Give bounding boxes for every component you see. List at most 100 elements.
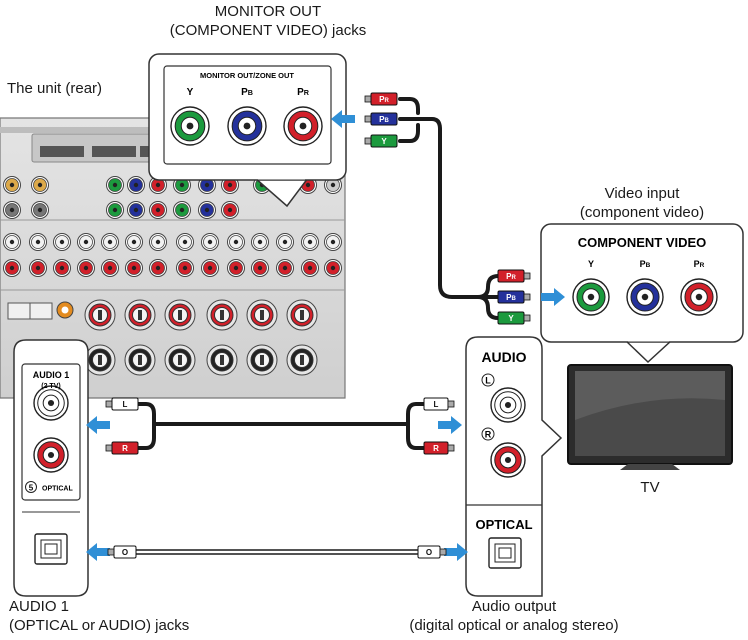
optical-number: 5 — [29, 484, 34, 493]
rear-jack — [4, 202, 21, 219]
tv-audio-left-jack[interactable] — [491, 388, 525, 422]
rear-jack — [30, 234, 47, 251]
plug-audio1-l: L — [106, 398, 138, 410]
tv-label: TV — [620, 478, 680, 497]
monitor-jack-y[interactable] — [171, 107, 209, 145]
audio1-label-line2: (OPTICAL or AUDIO) jacks — [9, 616, 189, 635]
rear-jack — [107, 177, 124, 194]
plug-monitor-pb: PB — [365, 113, 397, 125]
svg-text:O: O — [122, 548, 128, 557]
rear-jack — [54, 260, 71, 277]
rear-jack — [252, 234, 269, 251]
rear-jack — [177, 234, 194, 251]
arrow-out-tv-audio — [438, 416, 462, 434]
rear-jack — [30, 260, 47, 277]
arrow-into-audio1-analog — [86, 416, 110, 434]
rear-jack — [126, 234, 143, 251]
plug-tv-audio-r: R — [424, 442, 454, 454]
rear-jack — [277, 260, 294, 277]
rear-jack — [4, 234, 21, 251]
tv-audio-right-label: R — [485, 430, 492, 440]
arrow-into-audio1-optical — [86, 543, 110, 561]
tv-optical-title: OPTICAL — [475, 517, 532, 532]
rear-jack — [32, 202, 49, 219]
rear-jack — [228, 260, 245, 277]
rear-jack — [128, 202, 145, 219]
tv-audio-right-badge: R — [482, 428, 494, 440]
plug-monitor-y: Y — [365, 135, 397, 147]
tv-audio-right-jack[interactable] — [491, 443, 525, 477]
arrow-out-tv-optical — [444, 543, 468, 561]
monitor-panel-title: MONITOR OUT/ZONE OUT — [200, 71, 294, 80]
rear-jack — [78, 234, 95, 251]
audio1-label-line1: AUDIO 1 — [9, 597, 189, 616]
tv-jack-y[interactable] — [573, 279, 609, 315]
rear-jack — [54, 234, 71, 251]
svg-text:L: L — [434, 400, 439, 409]
audio-output-label-line1: Audio output — [376, 597, 652, 616]
rear-jack — [150, 260, 167, 277]
video-input-label-line2: (component video) — [562, 203, 722, 222]
tv-audio-left-label: L — [485, 376, 491, 386]
rear-jack — [302, 234, 319, 251]
unit-rear-label: The unit (rear) — [7, 79, 102, 98]
rear-jack — [126, 260, 143, 277]
rear-jack — [228, 234, 245, 251]
plug-audio1-r: R — [106, 442, 138, 454]
monitor-out-label-line2: (COMPONENT VIDEO) jacks — [168, 21, 368, 40]
rear-jack — [325, 260, 342, 277]
monitor-jack-pb[interactable] — [228, 107, 266, 145]
plug-tv-y: Y — [498, 312, 530, 324]
svg-text:R: R — [122, 444, 128, 453]
rear-jack — [199, 202, 216, 219]
plug-tv-optical: O — [418, 546, 446, 558]
audio-output-label: Audio output (digital optical or analog … — [376, 597, 652, 635]
monitor-jack-label-pb: PB — [241, 87, 253, 98]
rear-jack — [252, 260, 269, 277]
rear-speaker-terminal — [247, 345, 277, 375]
rear-speaker-terminal — [125, 345, 155, 375]
rear-speaker-terminal — [287, 345, 317, 375]
video-input-label: Video input (component video) — [562, 184, 722, 222]
audio-output-label-line2: (digital optical or analog stereo) — [376, 616, 652, 635]
monitor-out-label: MONITOR OUT (COMPONENT VIDEO) jacks — [168, 2, 368, 40]
rear-jack — [4, 260, 21, 277]
rear-jack — [202, 234, 219, 251]
rear-jack — [325, 234, 342, 251]
rear-speaker-terminal — [125, 300, 155, 330]
rear-jack — [32, 177, 49, 194]
plug-tv-audio-l: L — [424, 398, 454, 410]
analog-audio-cable — [138, 404, 424, 448]
svg-text:O: O — [426, 548, 432, 557]
plug-tv-pr: PR — [498, 270, 530, 282]
rear-jack — [107, 202, 124, 219]
monitor-jack-label-pr: PR — [297, 87, 310, 98]
rear-speaker-terminal — [85, 300, 115, 330]
rear-speaker-terminal — [247, 300, 277, 330]
tv-audio-left-badge: L — [482, 374, 494, 386]
monitor-jack-pr[interactable] — [284, 107, 322, 145]
monitor-out-label-line1: MONITOR OUT — [168, 2, 368, 21]
rear-jack — [302, 260, 319, 277]
tv-jack-label-y: Y — [588, 259, 594, 269]
monitor-jack-label-y: Y — [187, 87, 194, 98]
svg-text:Y: Y — [508, 314, 514, 323]
audio1-subtitle: (2 TV) — [41, 383, 60, 390]
audio1-right-jack[interactable] — [34, 438, 68, 472]
audio1-optical-port[interactable] — [35, 534, 67, 564]
rear-jack — [222, 202, 239, 219]
optical-cable — [134, 550, 418, 554]
plug-audio1-optical: O — [108, 546, 136, 558]
plug-tv-pb: PB — [498, 291, 530, 303]
tv-audio-title: AUDIO — [481, 349, 526, 365]
rear-jack — [78, 260, 95, 277]
tv-optical-port[interactable] — [489, 538, 521, 568]
svg-text:R: R — [433, 444, 439, 453]
tv-panel-title: COMPONENT VIDEO — [578, 235, 707, 250]
audio1-left-jack[interactable] — [34, 386, 68, 420]
rear-speaker-terminal — [207, 300, 237, 330]
tv-jack-pr[interactable] — [681, 279, 717, 315]
tv-jack-pb[interactable] — [627, 279, 663, 315]
